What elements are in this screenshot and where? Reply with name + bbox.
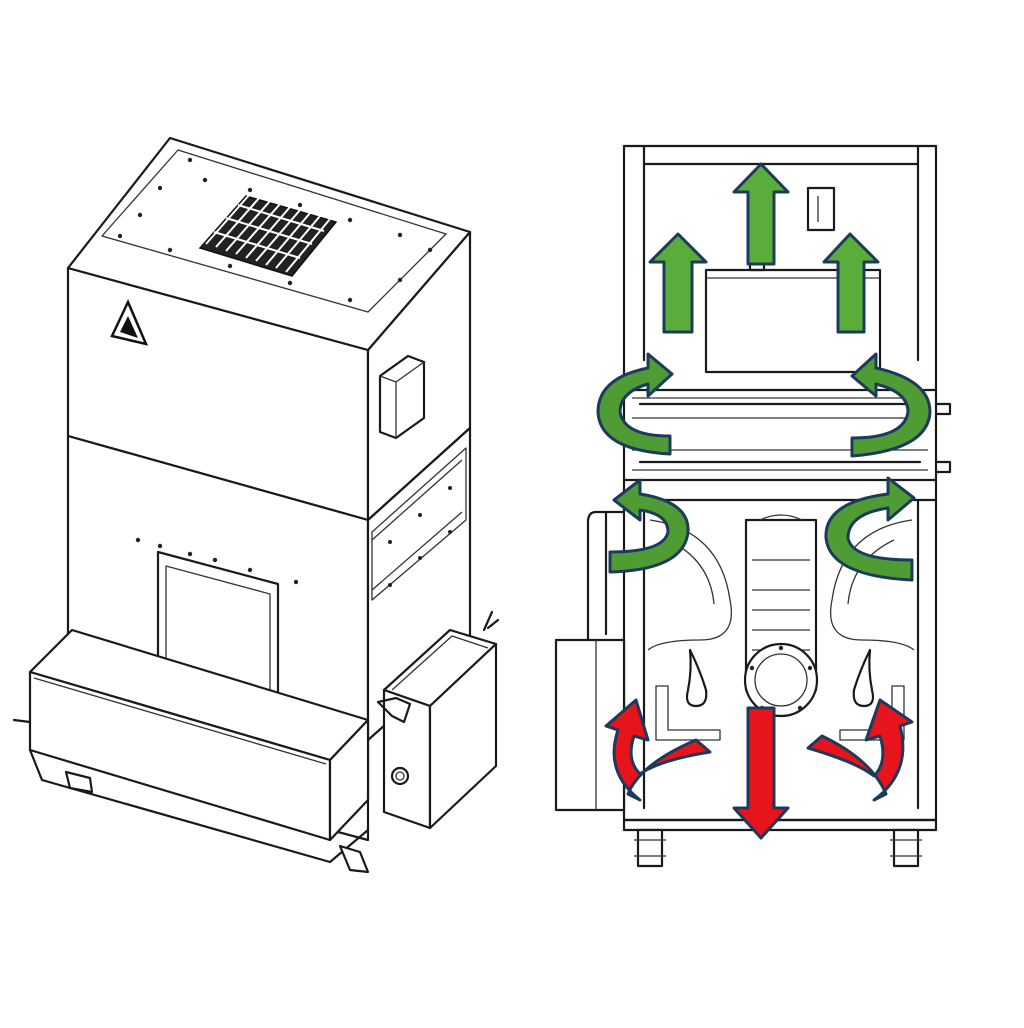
sensor-box [806, 186, 836, 232]
outer-frame [622, 144, 938, 392]
intake-arrow-down [732, 706, 790, 840]
vent-grille-icon [198, 193, 338, 277]
side-tank [554, 638, 626, 812]
leg-left [636, 828, 664, 868]
tray-base [28, 748, 370, 864]
exhaust-arrow-left [648, 232, 708, 334]
isometric-machine-view [12, 136, 500, 874]
loop-arrow-upper-right [850, 352, 932, 458]
exhaust-arrows-up [648, 162, 880, 334]
intake-arrow-left [604, 698, 712, 802]
deflector-left [647, 519, 732, 651]
side-panel-inset [371, 447, 467, 601]
deflector-right [830, 519, 915, 651]
control-box-icon [378, 354, 426, 440]
foot-right [338, 844, 370, 874]
top-lid-inner-frame [101, 149, 447, 313]
drip-right [852, 648, 875, 708]
front-screws [135, 537, 299, 585]
loop-arrow-lower-right [824, 476, 916, 582]
side-box-unit [376, 610, 500, 830]
side-panel-screws [388, 486, 452, 587]
loop-arrow-lower-left [608, 478, 690, 574]
loop-arrow-upper-left [596, 352, 674, 456]
base-rail [622, 818, 938, 832]
side-fitting-right-2 [934, 460, 952, 474]
intake-arrow-right [806, 698, 914, 802]
intake-arrows [604, 698, 914, 840]
lid-screws [117, 157, 433, 303]
cross-section-view [554, 144, 952, 868]
side-fitting-right-1 [934, 402, 952, 416]
central-duct [743, 514, 819, 718]
exhaust-arrow-center [732, 162, 790, 266]
side-pipe [586, 510, 626, 642]
foot-left [64, 770, 94, 794]
tray-side-wall [328, 718, 370, 842]
circulation-arrows [596, 352, 932, 582]
drip-left [685, 648, 708, 708]
exhaust-arrow-right [822, 232, 880, 334]
leg-right [892, 828, 920, 868]
triangle-logo-icon [110, 298, 149, 346]
